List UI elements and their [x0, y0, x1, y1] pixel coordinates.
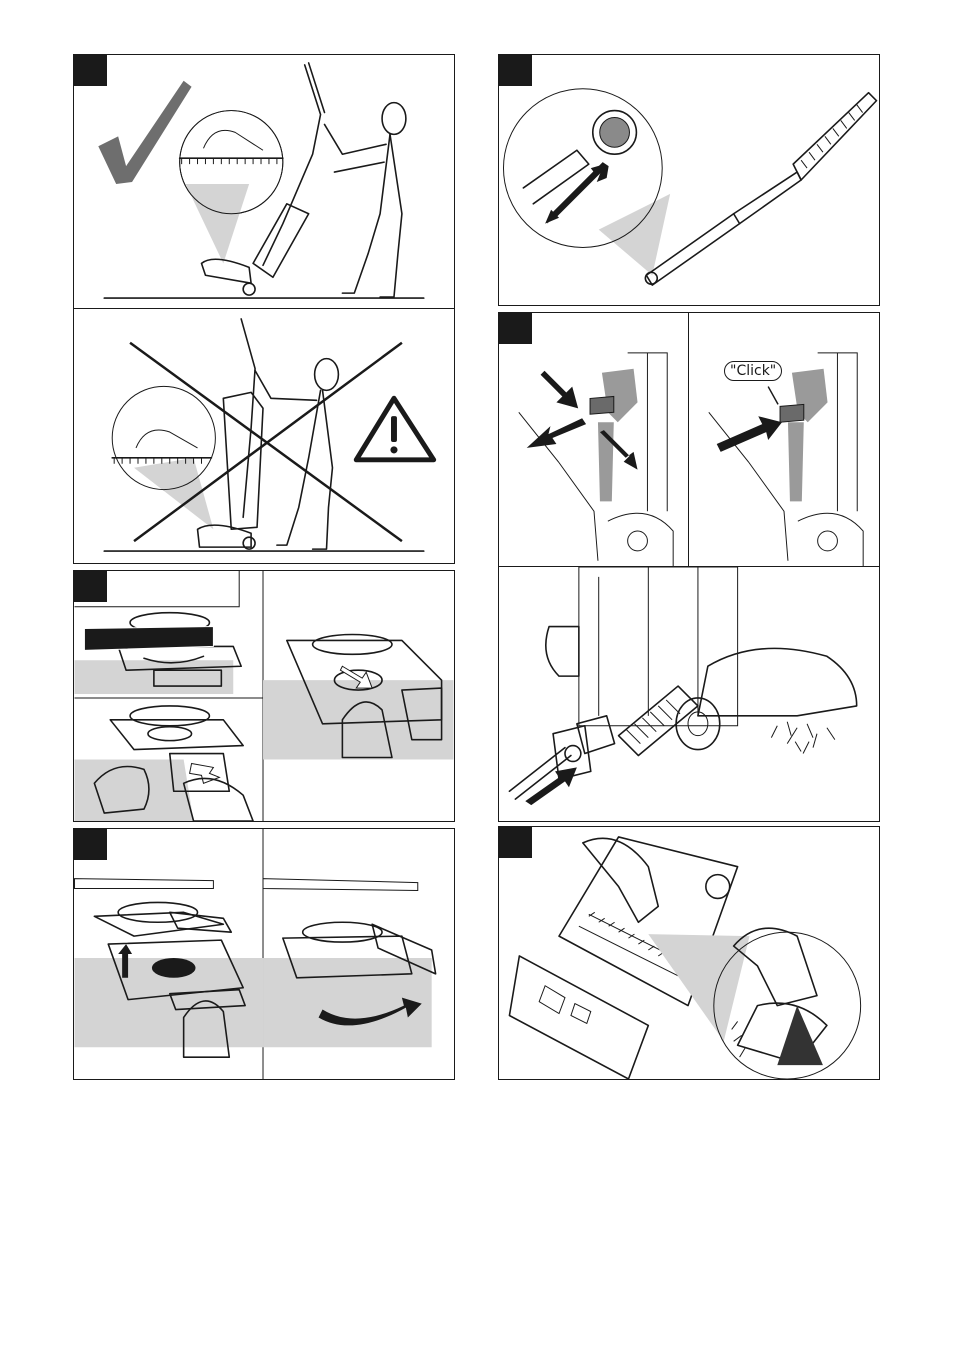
arrow-icon — [541, 371, 579, 409]
hose-release-panel — [498, 312, 690, 568]
checkmark-icon — [98, 81, 191, 184]
hose-click-panel: "Click" — [688, 312, 880, 568]
bag-removal-panel — [73, 570, 455, 822]
incorrect-posture-illustration — [74, 309, 454, 563]
correct-posture-panel — [73, 54, 455, 310]
hose-click-illustration — [689, 313, 879, 567]
bag-insert-panel — [73, 828, 455, 1080]
bag-removal-illustration — [74, 571, 454, 821]
brush-cleaning-panel — [498, 826, 880, 1080]
brush-cleaning-illustration — [499, 827, 879, 1079]
warning-icon — [356, 398, 433, 460]
step-badge — [74, 571, 107, 602]
tube-cleaning-panel — [498, 54, 880, 306]
hose-blowout-panel — [498, 566, 880, 822]
step-badge — [499, 55, 532, 86]
bag-insert-illustration — [74, 829, 454, 1079]
tube-cleaning-illustration — [499, 55, 879, 305]
correct-posture-illustration — [74, 55, 454, 309]
step-badge — [499, 827, 532, 858]
incorrect-posture-panel — [73, 308, 455, 564]
step-badge — [74, 55, 107, 86]
hose-blowout-illustration — [499, 567, 879, 821]
click-label: "Click" — [724, 361, 782, 381]
step-badge — [499, 313, 532, 344]
hose-release-illustration — [499, 313, 689, 567]
step-badge — [74, 829, 107, 860]
